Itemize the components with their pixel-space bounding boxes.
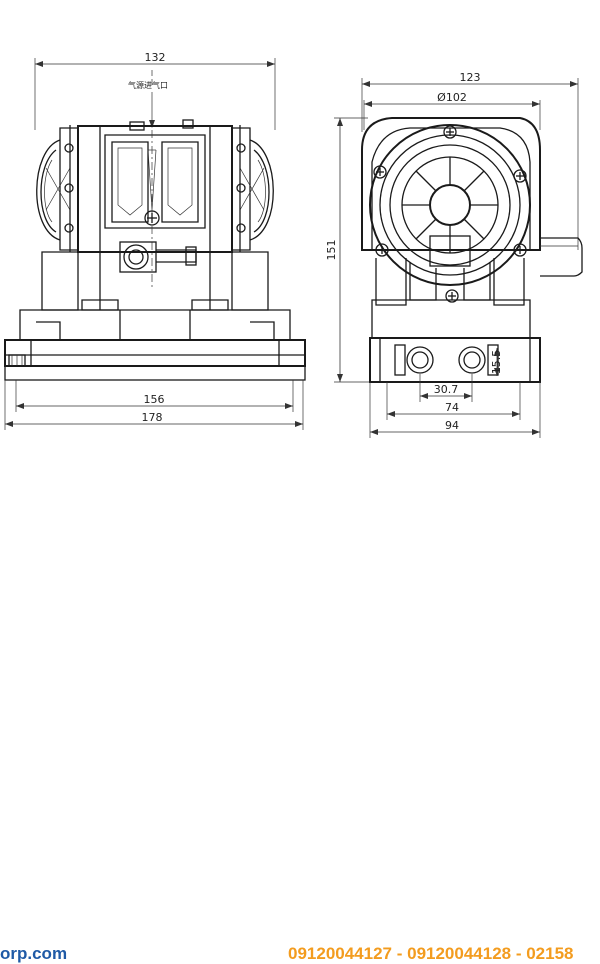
dim-base-inner: 156 — [144, 393, 165, 406]
dim-port-spacing: 30.7 — [434, 383, 459, 396]
air-inlet-label: 气源进气口 — [128, 80, 168, 90]
phone-numbers: 09120044127 - 09120044128 - 02158 — [288, 944, 574, 963]
dim-base-outer: 178 — [142, 411, 163, 424]
side-view: 123 Ø102 151 — [325, 71, 583, 438]
website-text[interactable]: orp.com — [0, 944, 68, 963]
dim-bolt-spacing: 74 — [445, 401, 459, 414]
bolt-group — [373, 125, 527, 303]
dim-height: 151 — [325, 240, 338, 261]
technical-drawing: 132 气源进气口 — [4, 51, 583, 438]
dim-front-width: 132 — [145, 51, 166, 64]
dim-side-width: 123 — [460, 71, 481, 84]
dim-port-height: 15.5 — [490, 350, 503, 375]
dim-side-base: 94 — [445, 419, 459, 432]
dim-diameter: Ø102 — [437, 91, 467, 104]
footer-bar: orp.com 09120044127 - 09120044128 - 0215… — [0, 470, 600, 963]
front-view: 132 气源进气口 — [4, 51, 306, 430]
